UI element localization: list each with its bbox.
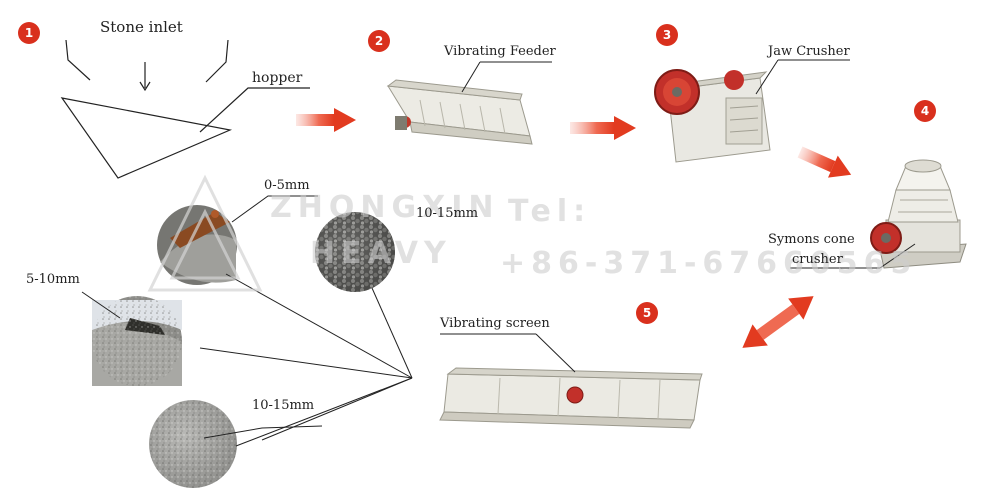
step-1-badge: 1 xyxy=(18,22,40,44)
stone-inlet-label: Stone inlet xyxy=(100,18,183,36)
step-2-badge: 2 xyxy=(368,30,390,52)
hopper-graphic xyxy=(60,39,310,179)
watermark-logo xyxy=(147,174,263,292)
vibrating-screen-label: Vibrating screen xyxy=(440,316,550,331)
flow-arrow-1-2 xyxy=(296,108,356,132)
product-label-10-15mm-bottom: 10-15mm xyxy=(252,398,315,413)
product-label-5-10mm: 5-10mm xyxy=(26,272,80,287)
watermark-company-suffix: HEAVY xyxy=(310,236,452,271)
product-label-10-15mm-top: 10-15mm xyxy=(416,206,479,221)
cone-crusher-label-line2: crusher xyxy=(792,252,843,267)
step-3-badge: 3 xyxy=(656,24,678,46)
vibrating-screen-graphic xyxy=(439,333,703,429)
flow-arrow-2-3 xyxy=(570,116,636,140)
watermark-company-name: ZHONGXIN xyxy=(270,190,500,225)
cone-crusher-graphic xyxy=(790,159,967,269)
step-4-badge: 4 xyxy=(914,100,936,122)
step-5-badge: 5 xyxy=(636,302,658,324)
jaw-crusher-graphic xyxy=(654,59,850,163)
watermark-phone-number: +86-371-67660565 xyxy=(500,246,918,281)
jaw-crusher-label: Jaw Crusher xyxy=(768,44,850,59)
product-photo-5-10mm xyxy=(92,296,182,386)
flow-arrow-4-5 xyxy=(742,296,814,348)
watermark-tel-label: Tel: xyxy=(508,194,592,229)
hopper-label: hopper xyxy=(252,70,303,86)
product-leader-lines xyxy=(81,195,413,447)
cone-crusher-label-line1: Symons cone xyxy=(768,232,855,247)
vibrating-feeder-label: Vibrating Feeder xyxy=(444,44,556,59)
flow-arrow-3-4 xyxy=(797,146,852,178)
product-photo-10-15mm-sand xyxy=(149,400,237,488)
product-label-0-5mm: 0-5mm xyxy=(264,178,310,193)
product-photo-10-15mm-pebbles xyxy=(315,212,395,292)
vibrating-feeder-graphic xyxy=(386,61,552,145)
